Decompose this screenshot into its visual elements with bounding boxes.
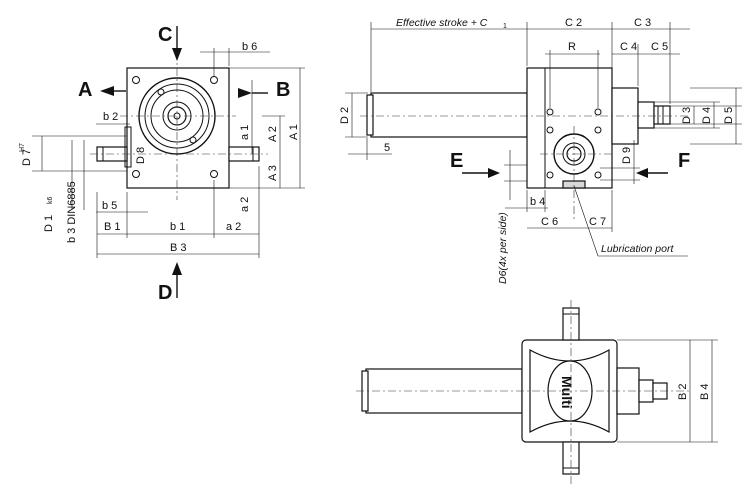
dim-b2-bottom: B 2 [677, 383, 689, 400]
dim-b1: b 1 [170, 221, 185, 233]
dim-a3: A 3 [267, 165, 279, 181]
dim-a2-bottom: a 2 [226, 221, 241, 233]
dim-b2: b 2 [103, 111, 118, 123]
dim-d7: D 7 [21, 149, 33, 166]
dim-bb1: B 1 [104, 221, 121, 233]
lubrication-port-label: Lubrication port [601, 243, 674, 255]
dim-b4: b 4 [530, 196, 545, 208]
dim-c3: C 3 [634, 17, 651, 29]
dim-a2-small: a 2 [239, 197, 251, 212]
dim-d1: D 1 [43, 215, 55, 232]
dim-5: 5 [384, 142, 390, 154]
bottom-view: Multi B 2 B 4 [356, 300, 718, 484]
dim-bb3: B 3 [170, 242, 187, 254]
view-label-d: D [158, 282, 172, 304]
view-label-b: B [276, 79, 290, 101]
dim-d2: D 2 [339, 107, 351, 124]
dim-c7: C 7 [589, 216, 606, 228]
front-view: A B C D b 6 b 2 D 7 H7 D 1 k6 b 3 DIN688… [19, 24, 305, 304]
dim-d4: D 4 [701, 107, 713, 124]
dim-a1: a 1 [239, 125, 251, 140]
view-label-c: C [158, 24, 172, 46]
dim-d7-tolerance: H7 [19, 143, 26, 152]
dim-a2-upper: A 2 [267, 126, 279, 142]
dim-b5: b 5 [102, 200, 117, 212]
dim-d5: D 5 [723, 107, 735, 124]
dim-b3: b 3 DIN6885 [66, 181, 78, 243]
dim-a1-overall: A 1 [288, 124, 300, 140]
dim-d8: D 8 [135, 147, 147, 164]
dim-b4-bottom: B 4 [699, 383, 711, 400]
dim-c6: C 6 [541, 216, 558, 228]
multi-logo: Multi [559, 376, 575, 409]
side-view: E F Effective stroke + C 1 C 2 C 3 C 4 C… [339, 17, 742, 284]
dim-c5: C 5 [651, 41, 668, 53]
view-label-a: A [78, 79, 92, 101]
dim-effective-stroke: Effective stroke + C [396, 17, 488, 29]
dim-d3: D 3 [681, 107, 693, 124]
view-label-e: E [450, 150, 463, 172]
dim-b6: b 6 [242, 41, 257, 53]
dim-c4: C 4 [620, 41, 637, 53]
view-label-f: F [678, 150, 690, 172]
dim-d9: D 9 [621, 147, 633, 164]
dim-stroke-sub: 1 [503, 23, 507, 30]
dim-d1-tolerance: k6 [47, 197, 54, 205]
dim-d6: D6(4x per side) [497, 212, 509, 284]
dim-r: R [568, 41, 576, 53]
dim-c2: C 2 [565, 17, 582, 29]
